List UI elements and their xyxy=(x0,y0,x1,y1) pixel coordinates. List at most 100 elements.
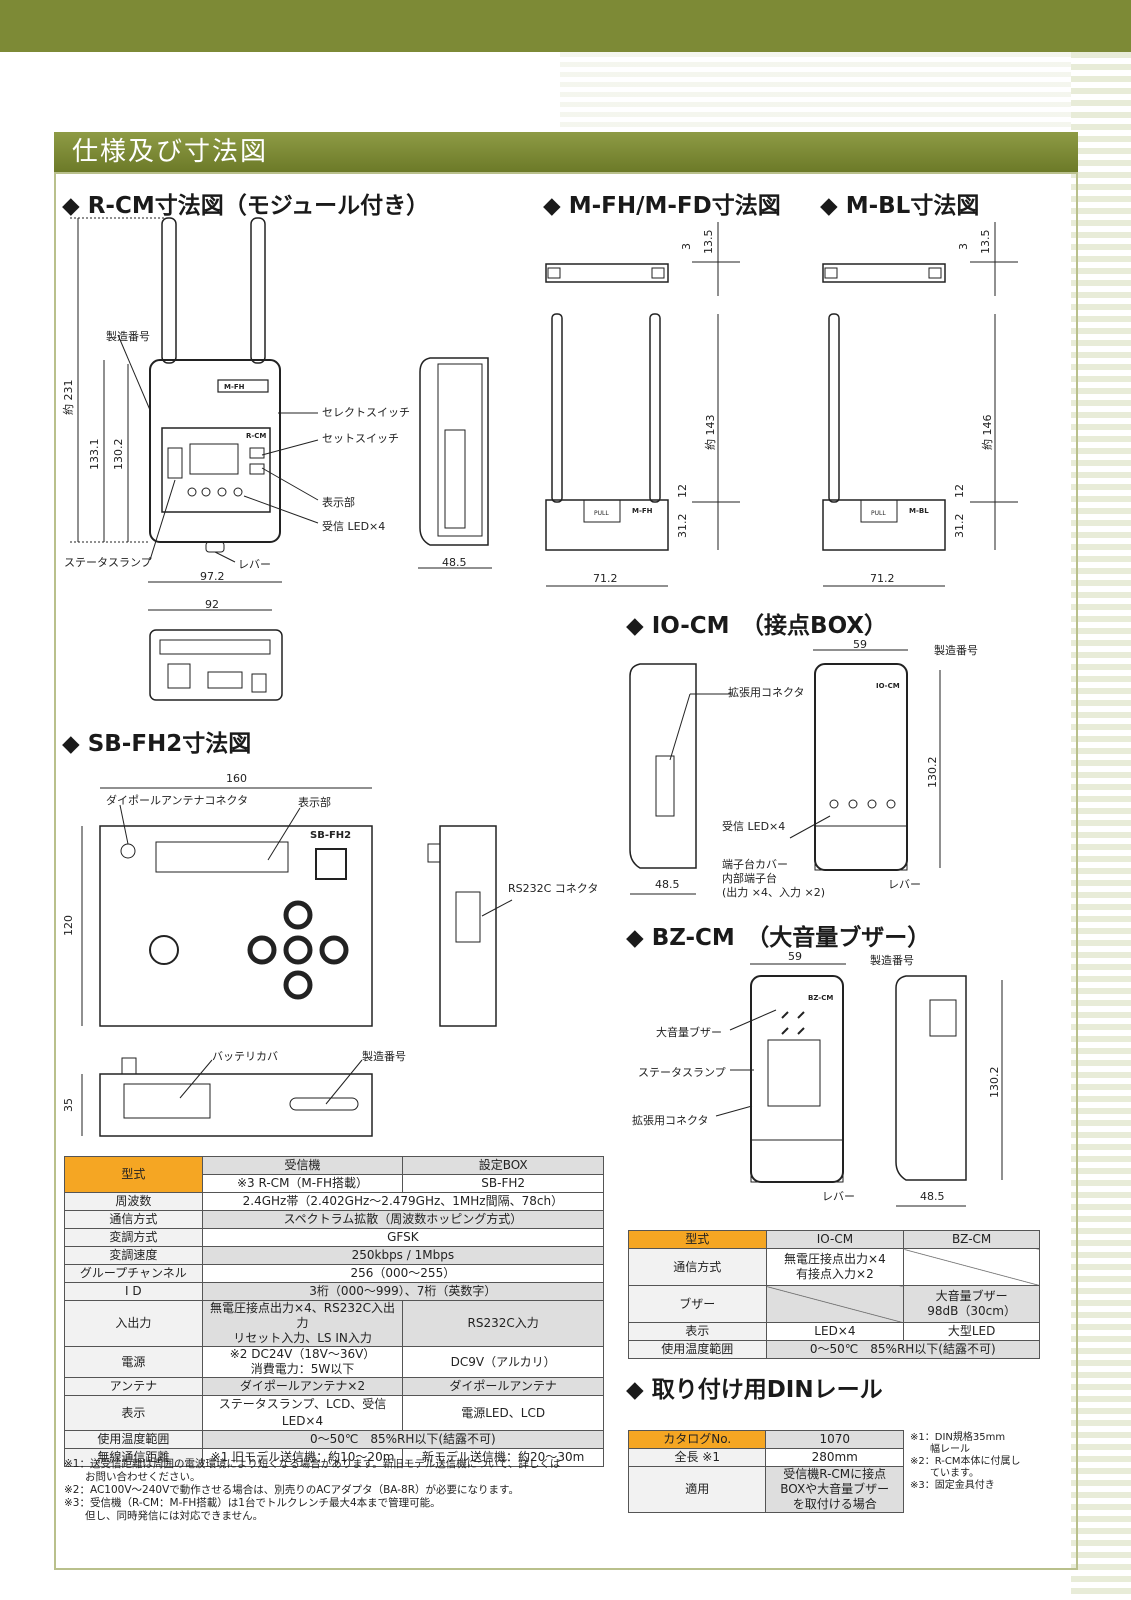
sb-display-label: 表示部 xyxy=(298,796,331,809)
io-buzzer-b1: 大音量ブザー xyxy=(935,1289,1008,1303)
spec-disp-b: 電源LED、LCD xyxy=(402,1395,604,1431)
io-buzzer-a-empty xyxy=(765,1285,905,1323)
spec-row-value: GFSK xyxy=(201,1228,605,1247)
bz-name: BZ-CM xyxy=(808,994,834,1002)
din-catalog-label: カタログNo. xyxy=(627,1430,767,1449)
io-disp-b: 大型LED xyxy=(903,1322,1040,1341)
din-length-value: 280mm xyxy=(765,1448,904,1467)
iocm-ext-conn-label: 拡張用コネクタ xyxy=(728,686,805,699)
spec-row-value: 3桁（000～999）、7桁（英数字） xyxy=(201,1282,605,1301)
heading-mbl: ◆ M-BL寸法図 xyxy=(820,193,980,219)
iocm-cover-label: 端子台カバー xyxy=(722,858,788,871)
heading-mfh: ◆ M-FH/M-FD寸法図 xyxy=(543,193,781,219)
rcm-panel-name: R-CM xyxy=(246,432,267,440)
mbl-dim-146: 約 146 xyxy=(981,414,994,451)
rcm-bottom-drawing xyxy=(149,629,283,701)
spec-dist-a: ※1 旧モデル送信機：約10～20m xyxy=(201,1448,404,1467)
spec-header-receiver: 受信機 xyxy=(201,1156,404,1175)
top-banner xyxy=(0,0,1131,52)
spec-disp-label: 表示 xyxy=(64,1395,203,1431)
sb-serial-label: 製造番号 xyxy=(362,1050,406,1063)
footnote-line: ※3：受信機（R-CM：M-FH搭載）は1台でトルクレンチ最大4本まで管理可能。 xyxy=(64,1497,441,1509)
mbl-dim-135: 13.5 xyxy=(979,229,992,255)
spec-row-label: 変調方式 xyxy=(64,1228,203,1247)
spec-row-value: 256（000～255） xyxy=(201,1264,605,1283)
din-note-line: ※1：DIN規格35mm xyxy=(910,1432,1006,1443)
spec-row-label: 変調速度 xyxy=(64,1246,203,1265)
iocm-inner-detail: (出力 ×4、入力 ×2) xyxy=(722,886,826,899)
spec-header-setbox: 設定BOX xyxy=(402,1156,604,1175)
bz-buzzer-label: 大音量ブザー xyxy=(656,1026,722,1039)
spec-power-b: DC9V（アルカリ） xyxy=(402,1346,604,1378)
spec-io-a1: 無電圧接点出力×4、RS232C入出力 xyxy=(210,1301,395,1330)
io-disp-label: 表示 xyxy=(628,1322,767,1341)
spec-temp-value: 0～50℃ 85%RH以下(結露不可) xyxy=(201,1430,605,1449)
footnotes: ※1：送受信距離は周囲の電波環境により短くなる場合があります。新旧モデル送信機に… xyxy=(64,1458,560,1523)
iocm-led-label: 受信 LED×4 xyxy=(722,820,786,833)
iocm-name: IO-CM xyxy=(876,682,900,690)
bz-dim-1302: 130.2 xyxy=(988,1066,1001,1099)
mfh-dim-3: 3 xyxy=(680,243,693,250)
sbfh2-side-drawing xyxy=(427,825,513,1027)
spec-io-label: 入出力 xyxy=(64,1300,203,1347)
footnote-line: ※2：AC100V～240Vで動作させる場合は、別売りのACアダプタ（BA-8R… xyxy=(64,1484,519,1496)
rcm-dim-1302: 130.2 xyxy=(112,438,125,471)
sb-dim-120: 120 xyxy=(62,915,75,936)
io-comm-a1: 無電圧接点出力×4 xyxy=(784,1252,886,1266)
din-note-line: 幅レール xyxy=(910,1444,970,1455)
rcm-module-name: M-FH xyxy=(224,383,245,391)
io-comm-b-empty xyxy=(903,1248,1040,1286)
spec-dist-b: 新モデル送信機：約20～30m xyxy=(402,1448,604,1467)
io-header-bzcm: BZ-CM xyxy=(903,1230,1040,1249)
heading-iocm: ◆ IO-CM （接点BOX） xyxy=(626,613,888,639)
bz-lever-label: レバー xyxy=(822,1190,855,1203)
io-temp-value: 0～50℃ 85%RH以下(結露不可) xyxy=(765,1340,1041,1359)
rcm-select-switch-label: セレクトスイッチ xyxy=(322,406,410,419)
din-use-1: 受信機R-CMに接点 xyxy=(783,1467,887,1481)
bz-serial-label: 製造番号 xyxy=(870,954,914,967)
heading-rcm: ◆ R-CM寸法図（モジュール付き） xyxy=(62,193,430,219)
iocm-dim-485: 48.5 xyxy=(655,878,680,891)
header-stripes xyxy=(560,52,1131,132)
sbfh2-bottom-drawing xyxy=(81,1057,373,1137)
heading-sbfh2: ◆ SB-FH2寸法図 xyxy=(62,731,252,757)
mfh-dim-12: 12 xyxy=(676,484,689,498)
sb-battery-label: バッテリカバ xyxy=(212,1050,278,1063)
section-title: 仕様及び寸法図 xyxy=(54,132,1078,172)
rcm-dim-1331: 133.1 xyxy=(88,438,101,471)
spec-power-a1: ※2 DC24V（18V～36V） xyxy=(229,1347,376,1361)
io-buzzer-label: ブザー xyxy=(628,1285,767,1323)
bz-ext-conn-label: 拡張用コネクタ xyxy=(632,1114,709,1127)
spec-antenna-b: ダイポールアンテナ xyxy=(402,1377,604,1396)
iocm-dim-59: 59 xyxy=(853,638,867,651)
din-note-line: ています。 xyxy=(910,1468,979,1479)
footnote-line: ※1：送受信距離は周囲の電波環境により短くなる場合があります。新旧モデル送信機に… xyxy=(64,1458,561,1470)
rcm-dim-485: 48.5 xyxy=(442,556,467,569)
rcm-dim-92: 92 xyxy=(205,598,219,611)
sb-name: SB-FH2 xyxy=(310,830,352,841)
content-frame xyxy=(54,172,1078,1570)
mfh-dim-135: 13.5 xyxy=(702,229,715,255)
side-stripes xyxy=(1071,52,1131,1600)
footnote-line: 但し、同時発信には対応できません。 xyxy=(64,1510,264,1522)
spec-temp-label: 使用温度範囲 xyxy=(64,1430,203,1449)
din-note-line: ※2：R-CM本体に付属し xyxy=(910,1456,1021,1467)
din-length-label: 全長 ※1 xyxy=(627,1448,767,1467)
mfh-pull: PULL xyxy=(594,510,609,517)
bz-status-lamp-label: ステータスランプ xyxy=(638,1066,726,1079)
mfh-dim-312: 31.2 xyxy=(676,513,689,539)
mfh-dim-143: 約 143 xyxy=(704,414,717,451)
mbl-dim-3: 3 xyxy=(957,243,970,250)
rcm-front-drawing xyxy=(70,217,319,611)
mfh-dim-712: 71.2 xyxy=(593,572,618,585)
spec-antenna-a: ダイポールアンテナ×2 xyxy=(201,1377,404,1396)
spec-row-label: グループチャンネル xyxy=(64,1264,203,1283)
spec-io-a2: リセット入力、LS IN入力 xyxy=(233,1331,372,1345)
io-comm-label: 通信方式 xyxy=(628,1248,767,1286)
bz-dim-485: 48.5 xyxy=(920,1190,945,1203)
din-use-3: を取付ける場合 xyxy=(792,1497,877,1511)
sb-dim-35: 35 xyxy=(62,1098,75,1112)
mbl-pull: PULL xyxy=(871,510,886,517)
